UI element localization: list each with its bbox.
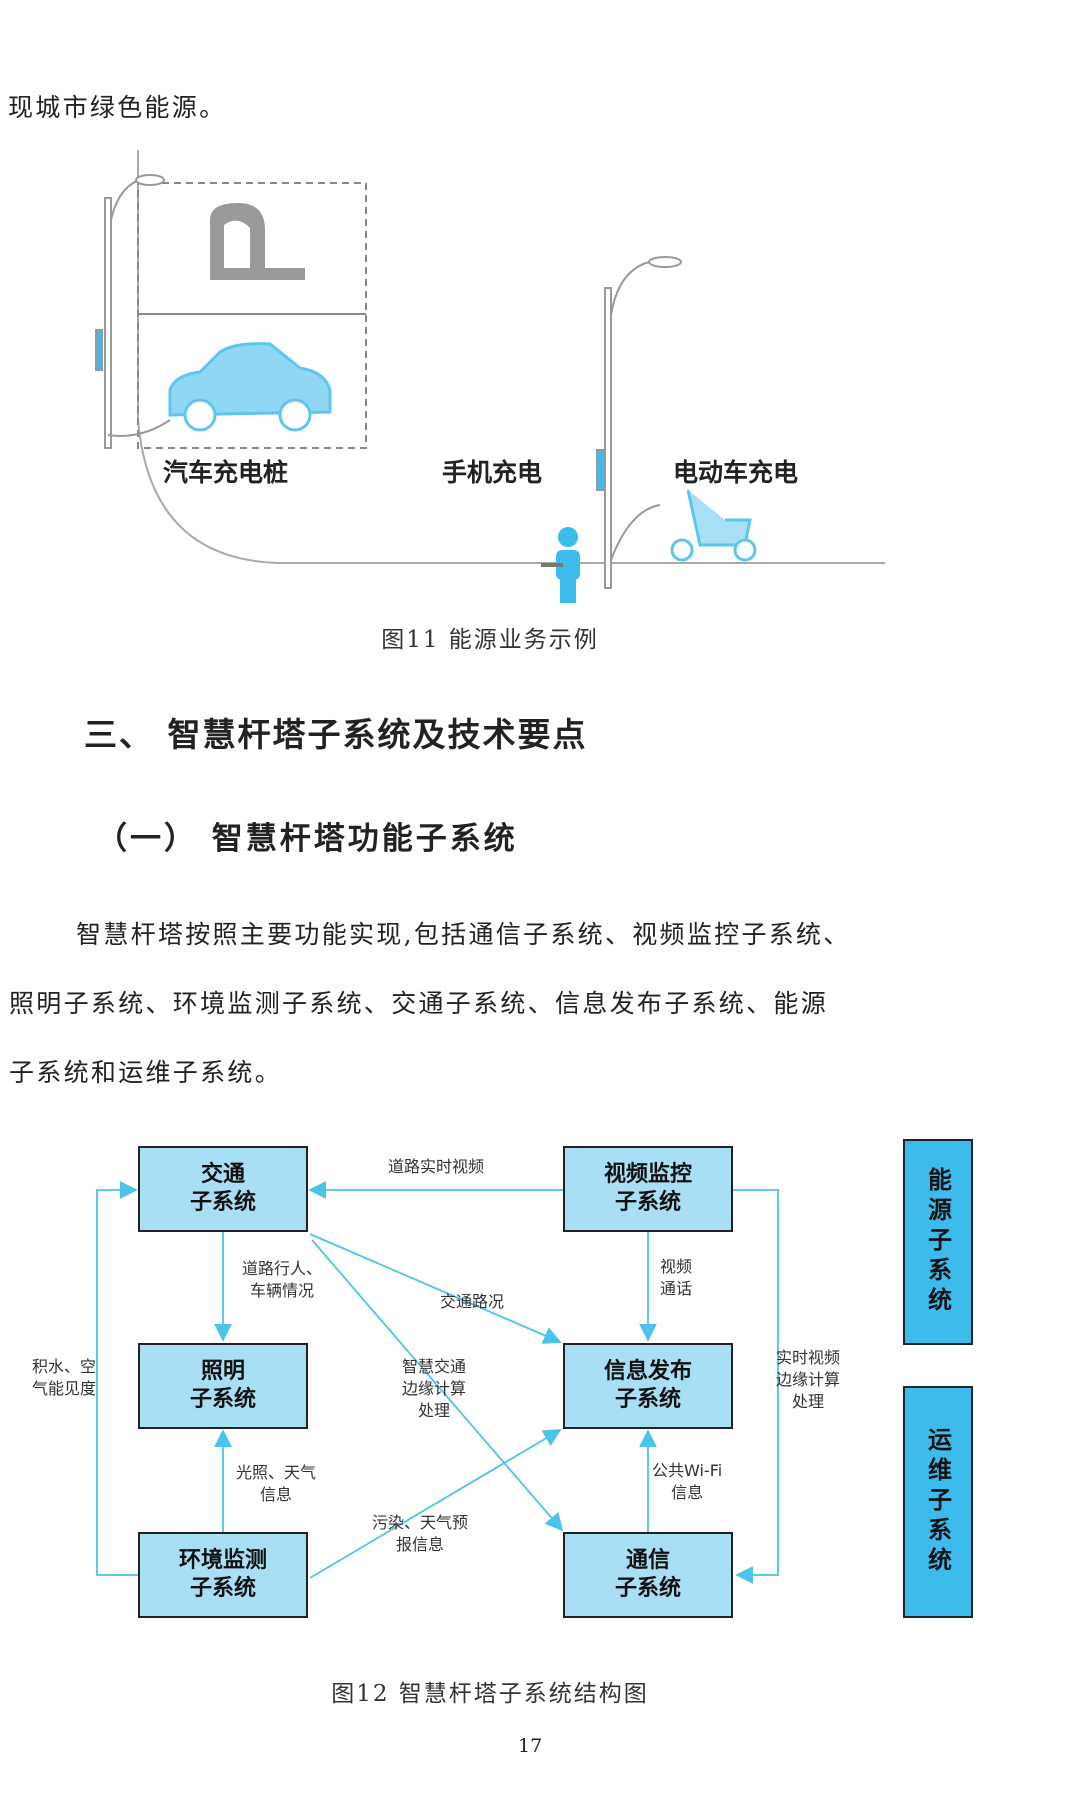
box-label: 子系统 — [189, 1387, 256, 1412]
paragraph-line: 智慧杆塔按照主要功能实现,包括通信子系统、视频监控子系统、 — [76, 920, 851, 949]
person-charging-icon — [556, 527, 580, 603]
box-label: 照明 — [200, 1359, 245, 1384]
subsection-heading: （一） 智慧杆塔功能子系统 — [96, 821, 518, 857]
edge-traffic-info — [309, 1233, 562, 1344]
ops-subsystem-box: 运维子系统 — [903, 1386, 973, 1618]
edge-label: 道路实时视频 — [388, 1157, 485, 1176]
info-release-subsystem-box: 信息发布子系统 — [563, 1343, 733, 1429]
box-label: 子系统 — [614, 1576, 681, 1601]
edge-traffic-comm — [311, 1239, 564, 1532]
box-label: 子系统 — [614, 1190, 681, 1215]
edge-label: 交通路况 — [440, 1292, 505, 1311]
energy-subsystem-box: 能源子系统 — [903, 1139, 973, 1345]
edge-env-traffic — [96, 1181, 138, 1576]
intro-line: 现城市绿色能源。 — [8, 93, 227, 122]
car-charging-label: 汽车充电桩 — [163, 458, 289, 487]
smart-pole-left-icon — [95, 174, 171, 449]
page-number: 17 — [518, 1735, 543, 1757]
video-subsystem-box: 视频监控子系统 — [563, 1146, 733, 1232]
lighting-subsystem-box: 照明子系统 — [138, 1343, 308, 1429]
box-label: 子系统 — [189, 1576, 256, 1601]
ebike-charging-label: 电动车充电 — [673, 458, 799, 487]
box-label: 环境监测 — [178, 1548, 267, 1573]
smart-pole-right-icon — [596, 256, 682, 589]
edge-label: 智慧交通边缘计算处理 — [402, 1357, 467, 1420]
edge-label: 污染、天气预报信息 — [372, 1513, 469, 1554]
figure-12-caption: 图12 智慧杆塔子系统结构图 — [331, 1681, 649, 1707]
phone-charging-label: 手机充电 — [442, 458, 543, 487]
edge-label: 光照、天气信息 — [236, 1463, 317, 1504]
comm-subsystem-box: 通信子系统 — [563, 1532, 733, 1618]
traffic-subsystem-box: 交通子系统 — [138, 1146, 308, 1232]
car-icon — [168, 342, 332, 432]
box-label: 视频监控 — [603, 1162, 692, 1187]
ebike-icon — [670, 489, 757, 562]
edge-label: 道路行人、车辆情况 — [242, 1259, 323, 1300]
parking-sign-icon — [210, 203, 305, 280]
box-label: 子系统 — [614, 1387, 681, 1412]
edge-label: 视频通话 — [660, 1257, 693, 1298]
box-label: 信息发布 — [603, 1359, 692, 1384]
paragraph-line: 照明子系统、环境监测子系统、交通子系统、信息发布子系统、能源 — [9, 989, 829, 1018]
edge-label: 积水、空气能见度 — [32, 1357, 97, 1398]
box-label: 子系统 — [189, 1190, 256, 1215]
paragraph-line: 子系统和运维子系统。 — [9, 1058, 283, 1087]
edge-env-info — [309, 1429, 562, 1579]
figure-11-caption: 图11 能源业务示例 — [381, 627, 599, 653]
box-label: 交通 — [200, 1162, 245, 1187]
energy-service-illustration: 汽车充电桩 手机充电 电动车充电 — [0, 150, 1080, 610]
edge-label: 实时视频边缘计算处理 — [776, 1348, 841, 1411]
env-monitor-subsystem-box: 环境监测子系统 — [138, 1532, 308, 1618]
edge-video-comm — [733, 1189, 779, 1584]
section-heading: 三、 智慧杆塔子系统及技术要点 — [84, 715, 588, 754]
box-label: 通信 — [625, 1548, 670, 1573]
